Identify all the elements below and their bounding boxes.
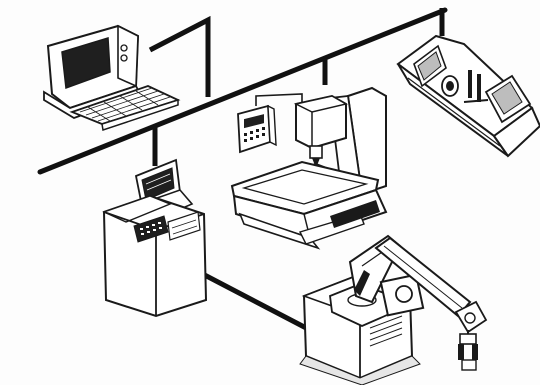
robot-link-cable xyxy=(192,267,313,333)
elbow-joint xyxy=(395,285,413,303)
spindle xyxy=(309,145,323,159)
industrial-robot xyxy=(299,234,488,385)
monitor-knob-top xyxy=(120,44,128,52)
vertical-machining-center xyxy=(230,86,388,250)
computer-link-cable xyxy=(148,15,211,97)
network-cables xyxy=(37,7,448,333)
monitor-knob-bottom xyxy=(120,54,128,62)
keyboard-keys xyxy=(79,87,171,122)
keypad-keys xyxy=(140,222,162,235)
cnc-lathe xyxy=(396,34,540,158)
control-cabinet xyxy=(102,158,208,318)
monitor-screen xyxy=(61,37,111,90)
robot-gripper xyxy=(458,330,478,371)
main-bus-cable xyxy=(37,7,448,175)
pendant-control xyxy=(237,93,303,154)
base-louvers xyxy=(369,315,403,347)
computer-terminal xyxy=(43,24,181,131)
